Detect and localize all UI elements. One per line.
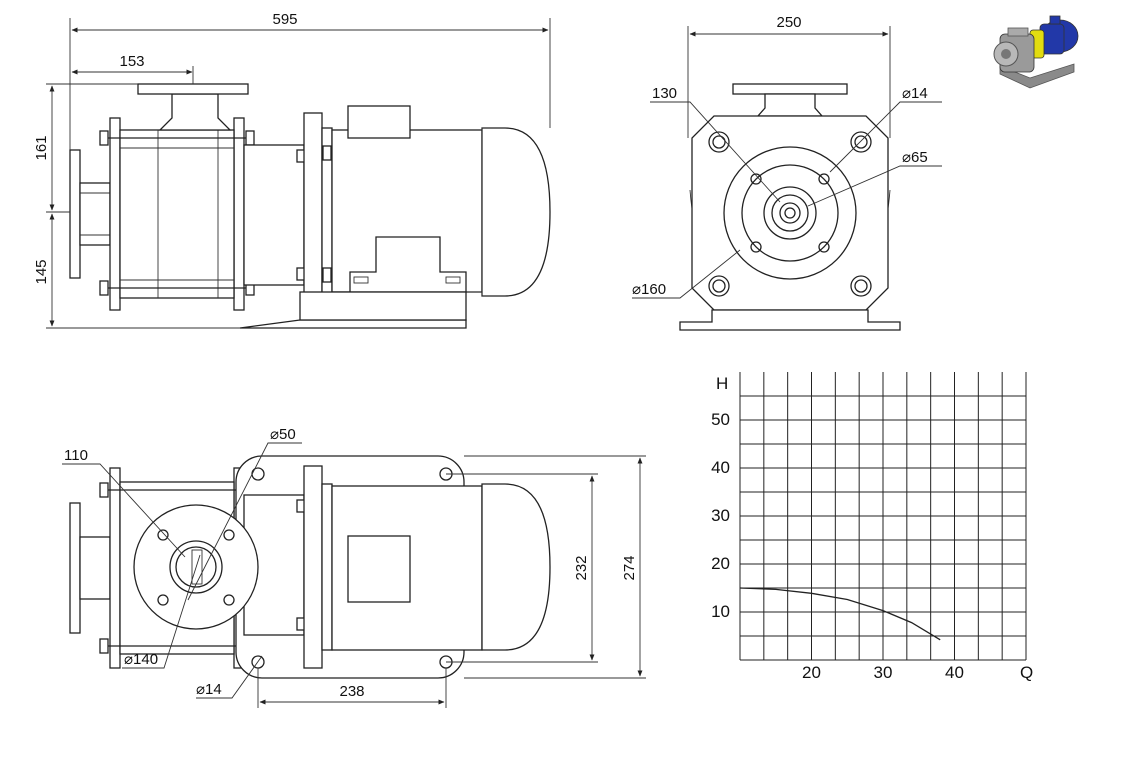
- x-tick-label: 40: [945, 663, 964, 682]
- pump-3d-icon: [993, 15, 1079, 89]
- dim-top-bore-dia: ⌀50: [270, 426, 296, 443]
- dim-top-base-length: 238: [339, 683, 364, 700]
- dim-overall-length: 595: [272, 11, 297, 28]
- chart-grid: [739, 372, 1027, 661]
- dim-front-hole-dia: ⌀14: [902, 85, 928, 102]
- y-tick-label: 30: [711, 506, 730, 525]
- series-line: [739, 587, 941, 641]
- dim-top-flange-dia: ⌀140: [124, 651, 158, 668]
- chart-x-ticks: 20 30 40: [802, 663, 964, 682]
- x-tick-label: 20: [802, 663, 821, 682]
- dim-inlet-offset: 153: [119, 53, 144, 70]
- y-tick-label: 50: [711, 410, 730, 429]
- chart-x-axis-label: Q: [1020, 663, 1033, 682]
- y-tick-label: 40: [711, 458, 730, 477]
- side-view: 595 153 161 145: [33, 11, 551, 329]
- dim-top-overall-width: 274: [621, 555, 638, 580]
- dim-top-hole-dia: ⌀14: [196, 681, 222, 698]
- dim-front-bolt-spacing: 130: [652, 85, 677, 102]
- front-view: 250 130 ⌀14 ⌀65 ⌀160: [632, 14, 942, 331]
- y-tick-label: 20: [711, 554, 730, 573]
- dim-front-flange-dia: ⌀160: [632, 281, 666, 298]
- chart-y-ticks: 10 20 30 40 50: [711, 410, 730, 621]
- performance-chart: 10 20 30 40 50 20 30 40 H Q: [711, 372, 1033, 682]
- chart-y-axis-label: H: [716, 374, 728, 393]
- top-view: 110 ⌀50 ⌀140 ⌀14 238 232 274: [62, 426, 646, 708]
- dim-front-width: 250: [776, 14, 801, 31]
- dim-bottom-height: 145: [33, 259, 50, 284]
- y-tick-label: 10: [711, 602, 730, 621]
- chart-series: [739, 587, 941, 641]
- dim-top-bolt-spacing: 110: [64, 447, 88, 464]
- dim-top-height: 161: [33, 135, 50, 160]
- dim-front-inner-dia: ⌀65: [902, 149, 928, 166]
- dim-top-inner-width: 232: [573, 555, 590, 580]
- x-tick-label: 30: [874, 663, 893, 682]
